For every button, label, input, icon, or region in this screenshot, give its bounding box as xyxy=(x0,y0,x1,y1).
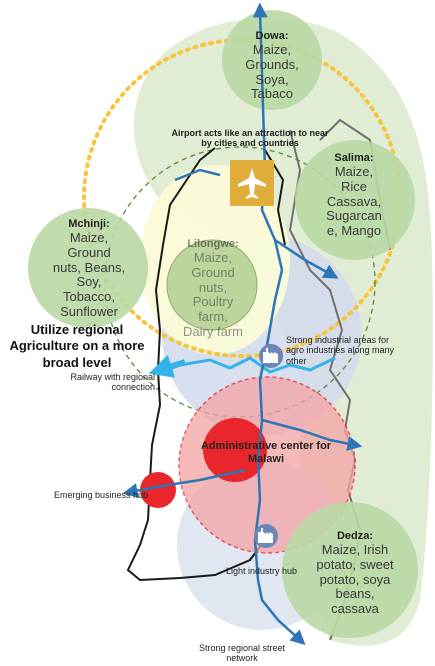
railway-arrow xyxy=(148,354,186,378)
dowa-crops: Maize, Grounds, Soya, Tabaco xyxy=(245,41,299,102)
salima-crops: Maize, Rice Cassava, Sugarcan e, Mango xyxy=(326,163,382,239)
street-annotation: Strong regional street network xyxy=(198,643,286,664)
road-nw xyxy=(174,168,221,182)
dowa-label: Dowa: Maize, Grounds, Soya, Tabaco xyxy=(242,30,302,102)
railway-annotation: Railway with regional connection xyxy=(70,372,155,393)
lilongwe-name: Lilongwe: xyxy=(187,238,239,250)
salima-name: Salima: xyxy=(334,152,374,164)
business-hub-marker xyxy=(140,472,176,508)
road-north xyxy=(252,2,268,171)
agriculture-annotation: Utilize regional Agriculture on a more b… xyxy=(9,322,145,370)
road-east xyxy=(261,418,363,451)
airplane-icon xyxy=(230,160,274,206)
mchinji-crops: Maize, Ground nuts, Beans, Soy, Tobacco,… xyxy=(52,229,126,320)
factory-icon xyxy=(259,344,283,368)
salima-label: Salima: Maize, Rice Cassava, Sugarcan e,… xyxy=(320,152,388,239)
admin-annotation: Administrative center for Malawi xyxy=(200,440,332,465)
factory-icon-light-industry xyxy=(254,524,278,548)
dowa-name: Dowa: xyxy=(255,30,289,42)
road-salima xyxy=(274,238,339,279)
industrial-annotation: Strong industrial areas for agro industr… xyxy=(286,335,395,366)
mchinji-circle xyxy=(28,208,148,328)
railway-line xyxy=(161,356,336,374)
lilongwe-crops: Maize, Ground nuts, Poultry farm, Dairy … xyxy=(183,249,243,340)
airport-annotation: Airport acts like an attraction to near … xyxy=(171,128,329,149)
salima-circle xyxy=(295,140,415,260)
mchinji-name: Mchinji: xyxy=(68,218,110,230)
business-annotation: Emerging business hub xyxy=(54,490,149,500)
dedza-label: Dedza: Maize, Irish potato, sweet potato… xyxy=(312,530,398,617)
dedza-circle xyxy=(282,502,418,638)
dowa-circle xyxy=(222,10,322,110)
lilongwe-circle xyxy=(166,239,258,331)
admin-core xyxy=(203,418,267,482)
road-west xyxy=(122,468,246,498)
light-industry-annotation: Light industry hub xyxy=(226,566,298,576)
lilongwe-label: Lilongwe: Maize, Ground nuts, Poultry fa… xyxy=(180,238,246,340)
district-boundary-black xyxy=(126,147,266,582)
dedza-name: Dedza: xyxy=(336,530,374,542)
dedza-crops: Maize, Irish potato, sweet potato, soya … xyxy=(316,541,394,617)
mchinji-label: Mchinji: Maize, Ground nuts, Beans, Soy,… xyxy=(48,218,130,320)
